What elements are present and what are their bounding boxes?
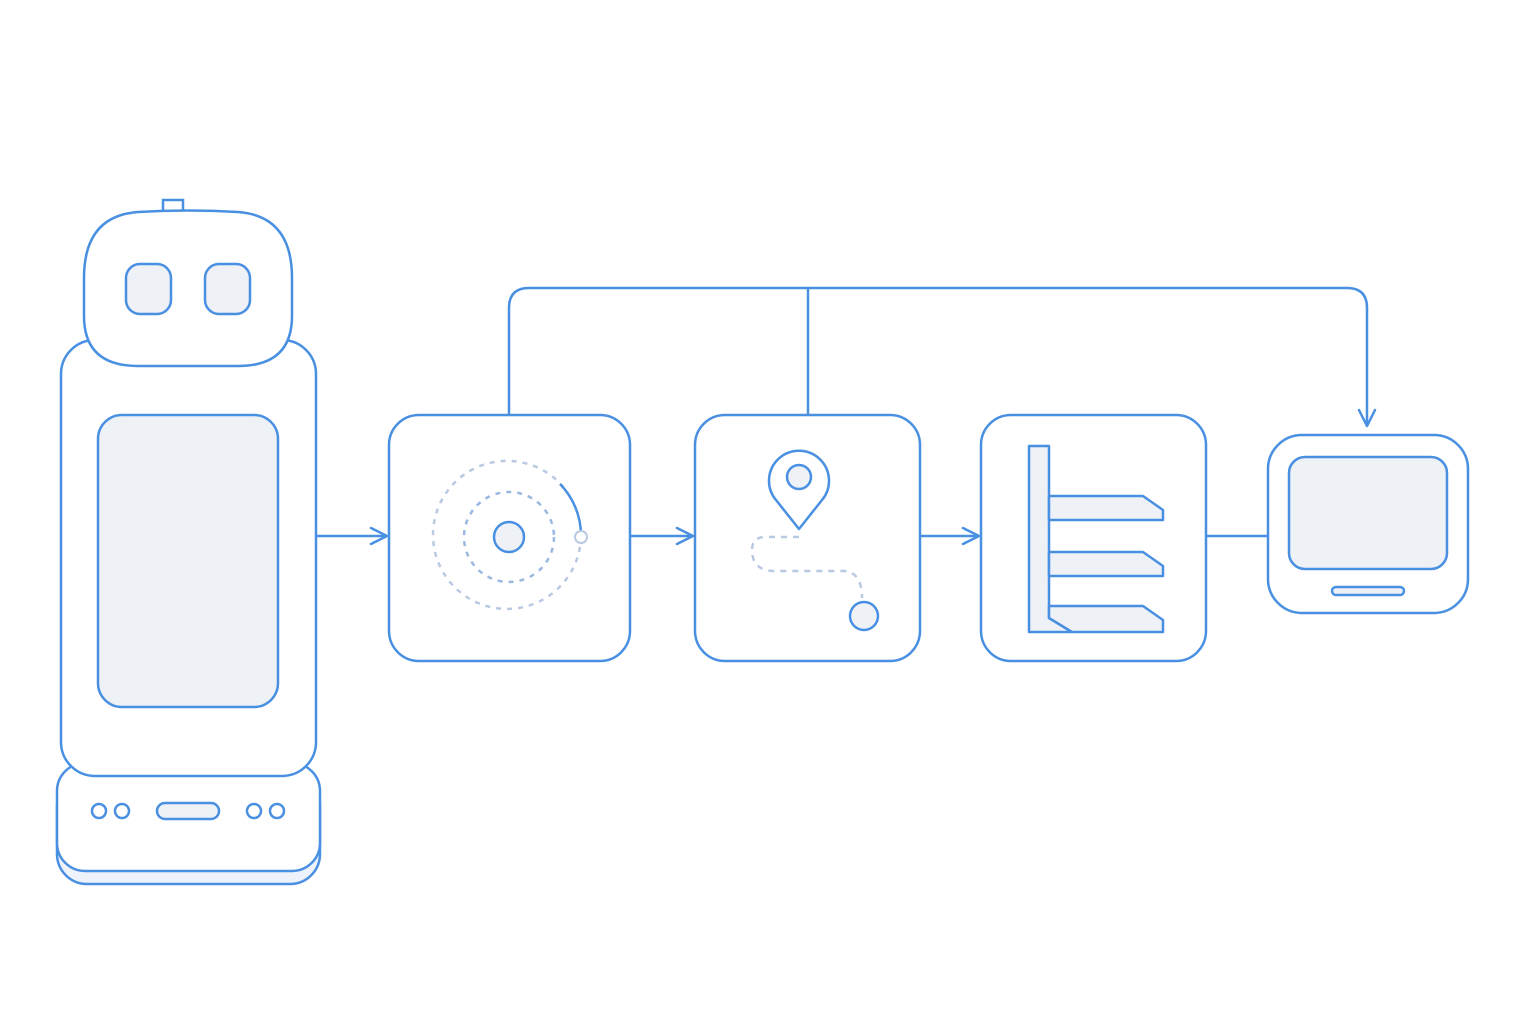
robot-icon [55,198,322,886]
robot-base-light [113,802,131,820]
location-route-icon [693,413,922,663]
scan-ring-inner [462,490,556,584]
shelf-board-top [1047,494,1165,522]
location-pin-center [785,463,813,491]
route-node-box [693,413,922,663]
robot-head [82,209,294,368]
display-screen [1287,455,1449,571]
robot-eye-left [124,262,173,316]
robot-eye-right [203,262,252,316]
scan-center-dot [492,520,526,554]
robot-base-slot [155,801,221,821]
monitor-icon [1266,433,1470,615]
display-stand-bar [1330,585,1406,597]
feedback-line-top [507,286,1377,428]
shelf-board-middle [1047,550,1165,578]
route-destination-dot [848,600,880,632]
robot-screen [96,413,280,709]
shelf-rack-icon [979,413,1208,663]
scan-orbit-dot [574,530,588,544]
scan-ring-outer-dashed [431,459,583,611]
robot-base-light [245,802,263,820]
route-path-dashed [750,535,864,599]
connectors [316,286,1377,546]
radar-scan-icon [387,413,632,663]
shelf-board-bottom [1047,604,1165,634]
robot-base-light [90,802,108,820]
robot-base-light [268,802,286,820]
